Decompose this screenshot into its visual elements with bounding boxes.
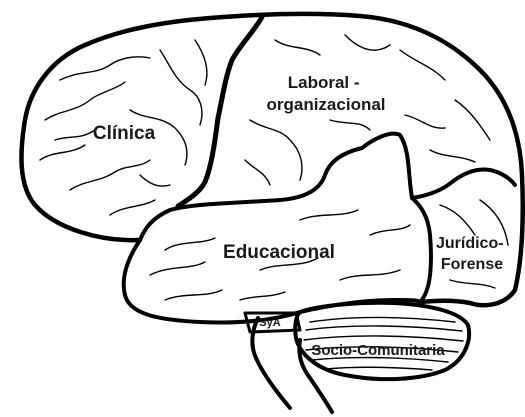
central-sulcus [178,17,262,206]
label-juridico-line-1: Jurídico- [436,235,504,252]
label-juridico: Jurídico- Forense [436,235,508,273]
label-socio-comunitaria: Socio-Comunitaria [311,342,445,359]
label-laboral-line-2: organizacional [266,95,385,114]
label-educacional: Educacional [223,242,335,263]
label-laboral-line-1: Laboral - [288,73,360,92]
label-sya: SyA [259,317,280,329]
label-laboral: Laboral - organizacional [266,73,385,114]
label-clinica: Clínica [93,123,156,144]
label-juridico-line-2: Forense [441,256,503,273]
parieto-occipital-sulcus [412,170,515,199]
